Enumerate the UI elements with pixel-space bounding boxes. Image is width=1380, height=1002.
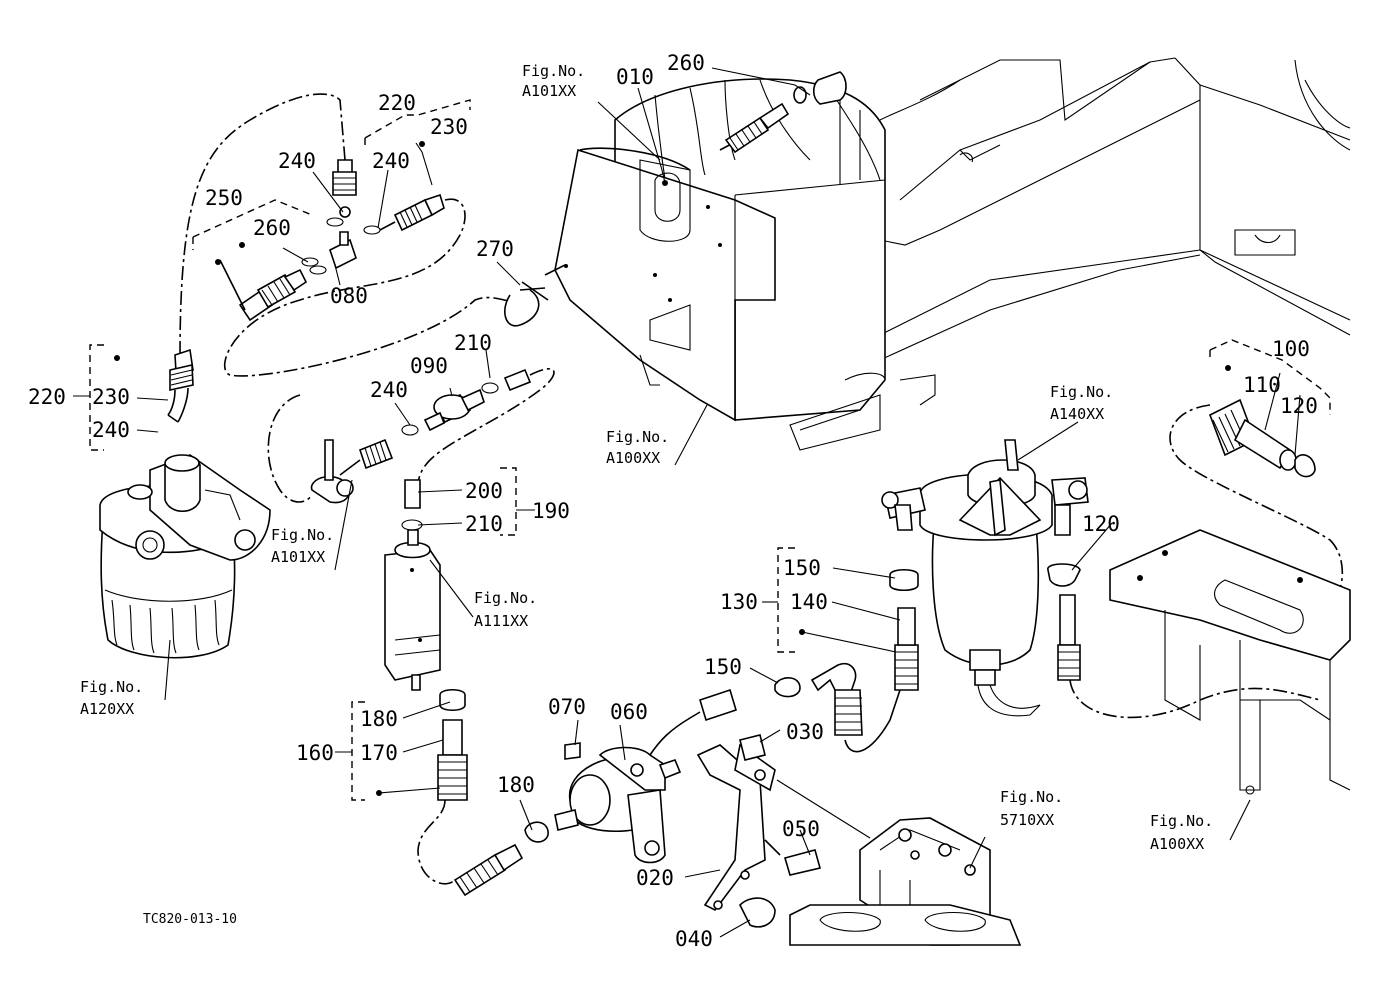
label-220-top: 220 [378, 91, 416, 115]
label-120-right: 120 [1280, 394, 1318, 418]
fuel-pump-a111 [384, 479, 441, 691]
fig-label-3: Fig.No. [271, 526, 334, 544]
label-130: 130 [720, 590, 758, 614]
fig-label-6: Fig.No. [1050, 383, 1113, 401]
label-180-top: 180 [360, 707, 398, 731]
label-160: 160 [296, 741, 334, 765]
label-230-top: 230 [430, 115, 468, 139]
label-030: 030 [786, 720, 824, 744]
hose-230-upper [223, 193, 541, 377]
fig-ref-a140: A140XX [1050, 405, 1104, 423]
label-240-left: 240 [92, 418, 130, 442]
fig-label-2: Fig.No. [606, 428, 669, 446]
hose-assembly-100 [1047, 398, 1344, 719]
label-020: 020 [636, 866, 674, 890]
label-270: 270 [476, 237, 514, 261]
label-080: 080 [330, 284, 368, 308]
label-220-left: 220 [28, 385, 66, 409]
figure-references: Fig.No. A101XX Fig.No. A100XX Fig.No. A1… [80, 62, 1213, 853]
label-210-top: 210 [454, 331, 492, 355]
clamp-270 [504, 264, 568, 327]
fig-ref-a111: A111XX [474, 612, 528, 630]
label-170: 170 [360, 741, 398, 765]
label-250: 250 [205, 186, 243, 210]
fig-label-8: Fig.No. [1000, 788, 1063, 806]
label-230-left: 230 [92, 385, 130, 409]
fig-label-4: Fig.No. [474, 589, 537, 607]
fuel-strainer-090 [401, 368, 555, 491]
label-240-b: 240 [372, 149, 410, 173]
label-150-mid: 150 [704, 655, 742, 679]
hose-250 [219, 259, 308, 322]
label-090: 090 [410, 354, 448, 378]
tank-bracket-plate [554, 148, 776, 422]
label-100: 100 [1272, 337, 1310, 361]
fuel-pump-060 [554, 688, 737, 864]
fig-ref-a100-right: A100XX [1150, 835, 1204, 853]
hose-160-assembly [417, 688, 549, 897]
label-260-mid: 260 [253, 216, 291, 240]
return-hose-lower [267, 394, 394, 504]
fig-ref-a100-mid: A100XX [606, 449, 660, 467]
label-060: 060 [610, 700, 648, 724]
fig-ref-a101-top: A101XX [522, 82, 576, 100]
fuel-hose-left [167, 93, 357, 423]
fig-label-1: Fig.No. [522, 62, 585, 80]
label-140: 140 [790, 590, 828, 614]
frame-bracket-right [1109, 529, 1351, 795]
label-150-top: 150 [783, 556, 821, 580]
tank-fuel-pipe-outlet [579, 71, 847, 171]
part-number-labels: 010 260 220 230 240 240 250 260 080 270 … [28, 51, 1318, 951]
fig-ref-a101-low: A101XX [271, 548, 325, 566]
label-040: 040 [675, 927, 713, 951]
label-050: 050 [782, 817, 820, 841]
label-070: 070 [548, 695, 586, 719]
bracket-020 [696, 734, 821, 928]
engine-frame-outline [879, 57, 1351, 406]
label-190: 190 [532, 499, 570, 523]
label-240-a: 240 [278, 149, 316, 173]
label-210-mid: 210 [465, 512, 503, 536]
water-separator-a140 [881, 439, 1089, 717]
label-010: 010 [616, 65, 654, 89]
drawing-code: TC820-013-10 [143, 912, 237, 927]
fig-label-7: Fig.No. [1150, 812, 1213, 830]
label-260-top: 260 [667, 51, 705, 75]
label-240-mid: 240 [370, 378, 408, 402]
fig-ref-a120: A120XX [80, 700, 134, 718]
fig-label-5: Fig.No. [80, 678, 143, 696]
label-200: 200 [465, 479, 503, 503]
label-110: 110 [1243, 373, 1281, 397]
label-180-low: 180 [497, 773, 535, 797]
leader-lines [73, 67, 1331, 938]
fig-ref-5710: 5710XX [1000, 811, 1054, 829]
sediment-filter-left [99, 454, 271, 659]
engine-block-5710 [789, 817, 1022, 946]
tee-joint-080 [301, 206, 381, 275]
label-120-mid: 120 [1082, 512, 1120, 536]
elbow-hose-130 [774, 568, 919, 753]
